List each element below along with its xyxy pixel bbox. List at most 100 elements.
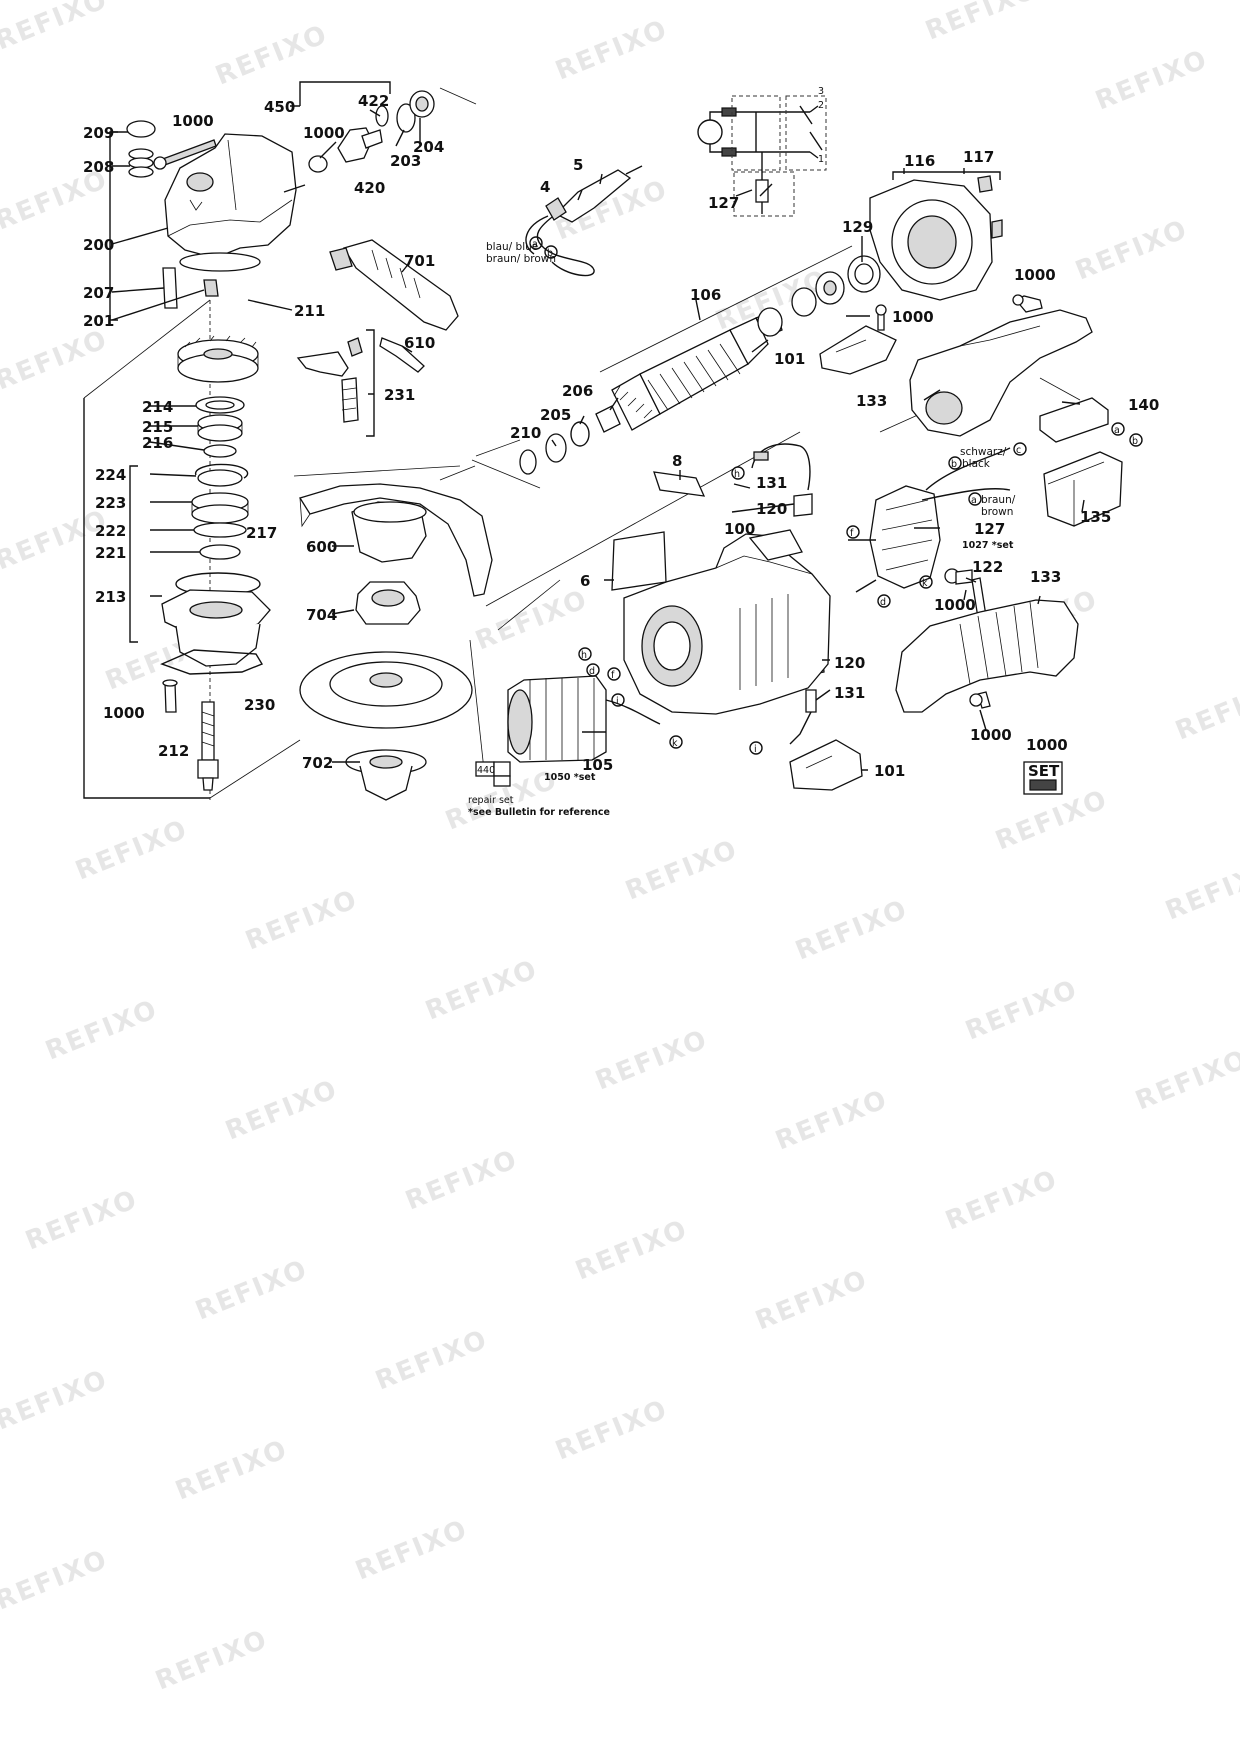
part-label: 200: [83, 236, 114, 254]
connector-letter: c: [1016, 445, 1021, 456]
part-label: 101: [774, 350, 805, 368]
watermark: REFIXO: [241, 884, 362, 956]
connector-letter: a: [971, 495, 977, 506]
watermark: REFIXO: [421, 954, 542, 1026]
part-label: 213: [95, 588, 126, 606]
watermark: REFIXO: [1161, 854, 1240, 926]
circuit-terminal: 1: [818, 154, 824, 165]
watermark: REFIXO: [1171, 674, 1240, 746]
part-label: 140: [1128, 396, 1159, 414]
part-label: 5: [573, 156, 583, 174]
watermark: REFIXO: [401, 1144, 522, 1216]
part-label: 117: [963, 148, 994, 166]
watermark: REFIXO: [41, 994, 162, 1066]
motor-flange: [869, 175, 1003, 301]
part-label: 8: [672, 452, 682, 470]
insulation-foils: [611, 471, 706, 591]
part-label: 223: [95, 494, 126, 512]
part-label: 105: [582, 756, 613, 774]
part-label: 116: [904, 152, 935, 170]
watermark: REFIXO: [751, 1264, 872, 1336]
watermark: REFIXO: [351, 1514, 472, 1586]
watermark: REFIXO: [551, 14, 672, 86]
part-label: 1000: [934, 596, 976, 614]
part-label: 122: [972, 558, 1003, 576]
brush-covers: [789, 304, 897, 791]
part-label: 1000: [1026, 736, 1068, 754]
watermark: REFIXO: [0, 1544, 112, 1616]
part-number-labels: 209 1000 208 200 207 201 450 422 1000 20…: [83, 92, 1159, 780]
wire-color-label: black: [962, 458, 991, 470]
part-label: 450: [264, 98, 295, 116]
wire-color-label: braun/ brown: [486, 253, 556, 265]
part-label: 209: [83, 124, 114, 142]
annotation-text: blau/ blue braun/ brown schwarz/ black b…: [468, 86, 1060, 818]
rear-handle: [895, 599, 1079, 795]
watermark: REFIXO: [191, 1254, 312, 1326]
connector-letter: d: [589, 666, 595, 677]
part-label: 217: [246, 524, 277, 542]
part-label: 131: [834, 684, 865, 702]
connector-letters: a b h c a b b a f d k h d f i k i: [529, 236, 1143, 755]
part-label: 215: [142, 418, 173, 436]
part-label: 206: [562, 382, 593, 400]
watermark: REFIXO: [471, 584, 592, 656]
part-label: 701: [404, 252, 435, 270]
field-coil: [475, 675, 661, 787]
connector-letter: k: [672, 738, 678, 749]
part-label: 224: [95, 466, 126, 484]
part-label: 204: [413, 138, 444, 156]
part-label: 600: [306, 538, 337, 556]
wire-color-label: braun/: [981, 494, 1016, 506]
watermark: REFIXO: [0, 504, 112, 576]
part-label: 231: [384, 386, 415, 404]
motor-housing-main: [623, 529, 831, 715]
part-label: 221: [95, 544, 126, 562]
watermark: REFIXO: [171, 1434, 292, 1506]
watermark: REFIXO: [591, 1024, 712, 1096]
power-cord: [525, 165, 643, 277]
connector-letter: a: [532, 239, 538, 250]
watermark: REFIXO: [941, 1164, 1062, 1236]
motor-symbol: [697, 119, 723, 145]
part-label: 205: [540, 406, 571, 424]
part-label: 210: [510, 424, 541, 442]
part-label: 101: [874, 762, 905, 780]
part-label: 230: [244, 696, 275, 714]
set-note: 1027 *set: [962, 540, 1014, 551]
circuit-terminal: 2: [818, 100, 824, 111]
connector-letter: i: [754, 744, 757, 755]
part-label: 120: [756, 500, 787, 518]
part-label: 131: [756, 474, 787, 492]
watermark: REFIXO: [961, 974, 1082, 1046]
watermark: REFIXO: [71, 814, 192, 886]
part-label: 211: [294, 302, 325, 320]
part-label: 420: [354, 179, 385, 197]
watermark: REFIXO: [0, 1364, 112, 1436]
part-label: 216: [142, 434, 173, 452]
part-label: 1000: [970, 726, 1012, 744]
part-label: 207: [83, 284, 114, 302]
connector-letter: d: [880, 597, 886, 608]
watermark: REFIXO: [0, 324, 112, 396]
watermark: REFIXO: [621, 834, 742, 906]
connector-letter: b: [547, 248, 553, 259]
part-label: 129: [842, 218, 873, 236]
part-label: 212: [158, 742, 189, 760]
part-label: 100: [724, 520, 755, 538]
watermark: REFIXO: [1131, 1044, 1240, 1116]
watermark: REFIXO: [211, 19, 332, 91]
set-note: 1050 *set: [544, 772, 596, 783]
bulletin-note: *see Bulletin for reference: [468, 807, 610, 818]
wiring-schematic: [697, 95, 827, 217]
part-label: 1000: [303, 124, 345, 142]
watermark: REFIXO: [571, 1214, 692, 1286]
part-label: 127: [974, 520, 1005, 538]
repair-box-label: 440: [477, 765, 495, 776]
connector-letter: b: [951, 459, 957, 470]
watermark-layer: REFIXO REFIXO REFIXO REFIXO REFIXO REFIX…: [0, 0, 1240, 1696]
watermark: REFIXO: [1071, 214, 1192, 286]
part-label: 203: [390, 152, 421, 170]
connector-letter: h: [734, 469, 740, 480]
